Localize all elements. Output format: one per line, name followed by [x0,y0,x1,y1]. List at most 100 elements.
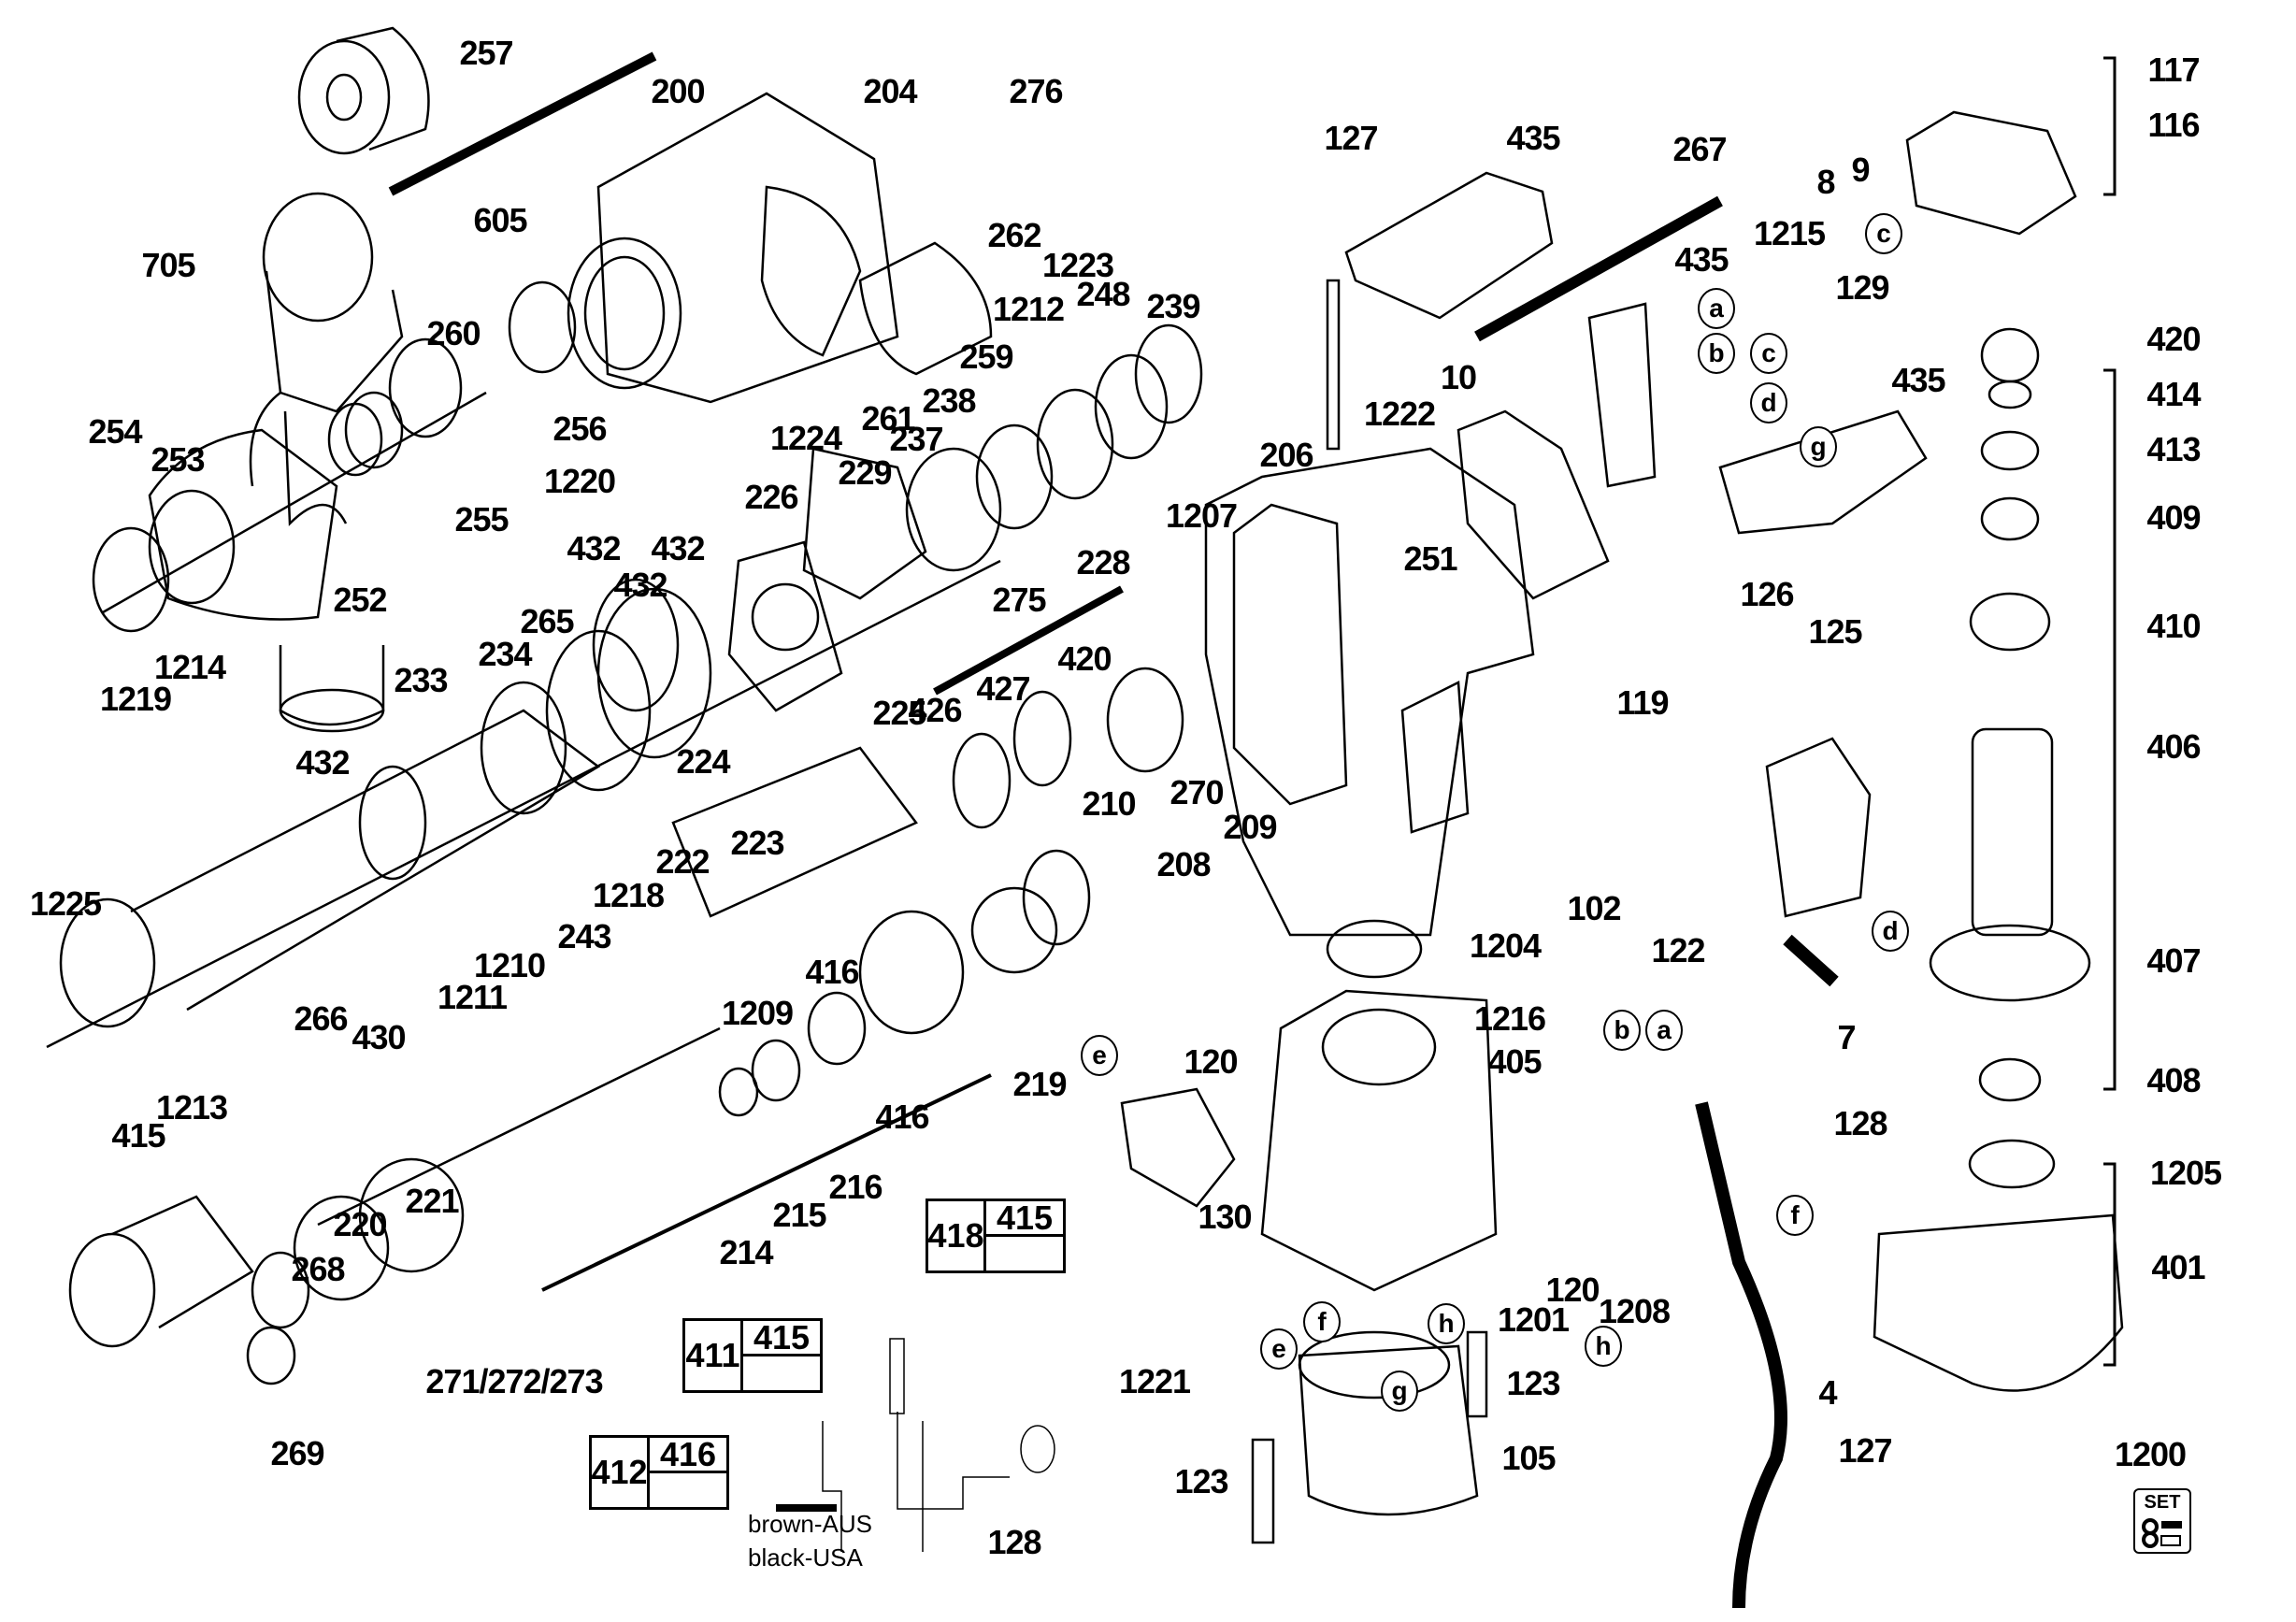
wire-ref-g: g [1800,426,1837,467]
part-label-1200: 1200 [2114,1435,2187,1473]
gear-plate-part [727,241,1203,712]
part-label-7: 7 [1837,1018,1856,1056]
part-label-253: 253 [151,440,205,479]
part-label-416: 416 [805,953,859,991]
part-label-420: 420 [1057,639,1112,678]
part-label-1225: 1225 [29,884,102,923]
part-label-435: 435 [1891,361,1945,399]
wiring-note-black: black-USA [748,1543,863,1572]
wire-ref-f: f [1303,1301,1341,1342]
group-brackets [2103,56,2117,1367]
part-label-262: 262 [987,216,1041,254]
part-label-420: 420 [2146,320,2201,358]
part-label-239: 239 [1146,287,1200,325]
part-label-243: 243 [557,917,611,955]
part-label-221: 221 [405,1182,459,1220]
part-label-435: 435 [1674,240,1729,279]
part-label-409: 409 [2146,498,2201,537]
screw-set-icon [2142,1518,2182,1548]
part-label-255: 255 [454,500,509,538]
part-label-122: 122 [1651,931,1705,969]
part-label-229: 229 [838,453,892,492]
part-label-266: 266 [294,999,348,1038]
part-label-705: 705 [141,246,195,284]
part-label-413: 413 [2146,430,2201,468]
assembly-empty-cell [743,1356,820,1390]
spindle-tube-part [46,559,1001,1049]
part-label-223: 223 [730,824,784,862]
part-label-225: 225 [872,694,926,732]
part-label-435: 435 [1506,119,1560,157]
assembly-sub-number: 415 [743,1318,820,1356]
wire-ref-h: h [1428,1303,1465,1344]
part-label-1213: 1213 [155,1088,228,1127]
part-label-271-272-273: 271/272/273 [425,1362,603,1400]
part-label-102: 102 [1567,889,1621,927]
part-label-414: 414 [2146,375,2201,413]
wiring-schematic [776,1338,1055,1552]
chuck-part [297,26,430,155]
part-label-1215: 1215 [1753,214,1826,252]
part-label-432: 432 [651,529,705,567]
part-label-432: 432 [295,743,350,782]
part-label-430: 430 [352,1018,406,1056]
rod-part [388,51,657,196]
part-label-275: 275 [992,581,1046,619]
wire-ref-e: e [1081,1035,1118,1076]
part-label-1214: 1214 [153,648,226,686]
part-label-219: 219 [1012,1065,1067,1103]
wire-ref-h: h [1585,1326,1622,1367]
part-label-130: 130 [1198,1198,1252,1236]
assembly-empty-cell [650,1473,726,1507]
part-label-4: 4 [1818,1373,1837,1412]
part-label-427: 427 [976,669,1030,708]
part-label-1208: 1208 [1598,1292,1671,1330]
part-label-216: 216 [828,1168,883,1206]
gear-train-part [68,667,1184,1385]
part-label-407: 407 [2146,941,2201,980]
part-label-415: 415 [111,1116,165,1155]
part-label-269: 269 [270,1434,324,1472]
part-label-10: 10 [1440,358,1477,396]
wire-ref-d: d [1872,911,1909,952]
wire-ref-c: c [1750,333,1787,374]
part-label-123: 123 [1174,1462,1228,1500]
part-label-1222: 1222 [1363,395,1436,433]
ring-stack-left [92,280,577,733]
part-label-237: 237 [889,420,943,458]
wire-ref-a: a [1645,1010,1683,1051]
assembly-empty-cell [986,1237,1063,1270]
part-label-408: 408 [2146,1061,2201,1099]
part-label-8: 8 [1816,163,1835,201]
part-label-1223: 1223 [1041,246,1114,284]
part-label-226: 226 [744,478,798,516]
part-label-127: 127 [1324,119,1378,157]
assembly-number: 411 [685,1321,743,1390]
part-label-128: 128 [987,1523,1041,1561]
part-label-248: 248 [1076,275,1130,313]
part-label-222: 222 [655,842,710,881]
wire-ref-g: g [1381,1371,1418,1412]
part-label-405: 405 [1487,1042,1542,1081]
part-label-261: 261 [861,399,915,438]
part-label-120: 120 [1545,1270,1600,1309]
part-label-265: 265 [520,602,574,640]
part-label-260: 260 [426,314,481,352]
part-label-210: 210 [1082,784,1136,823]
part-label-605: 605 [473,201,527,239]
part-label-410: 410 [2146,607,2201,645]
part-label-1220: 1220 [543,462,616,500]
part-label-416: 416 [875,1098,929,1136]
assembly-sub-number: 416 [650,1435,726,1473]
part-label-220: 220 [333,1205,387,1243]
assembly-sub-number: 415 [986,1199,1063,1237]
part-label-406: 406 [2146,727,2201,766]
set-badge: SET [2133,1488,2191,1554]
part-label-204: 204 [863,72,917,110]
part-label-432: 432 [567,529,621,567]
part-label-252: 252 [333,581,387,619]
part-label-1211: 1211 [437,978,508,1016]
part-label-233: 233 [394,661,448,699]
power-cord-part [1695,1101,1787,1609]
